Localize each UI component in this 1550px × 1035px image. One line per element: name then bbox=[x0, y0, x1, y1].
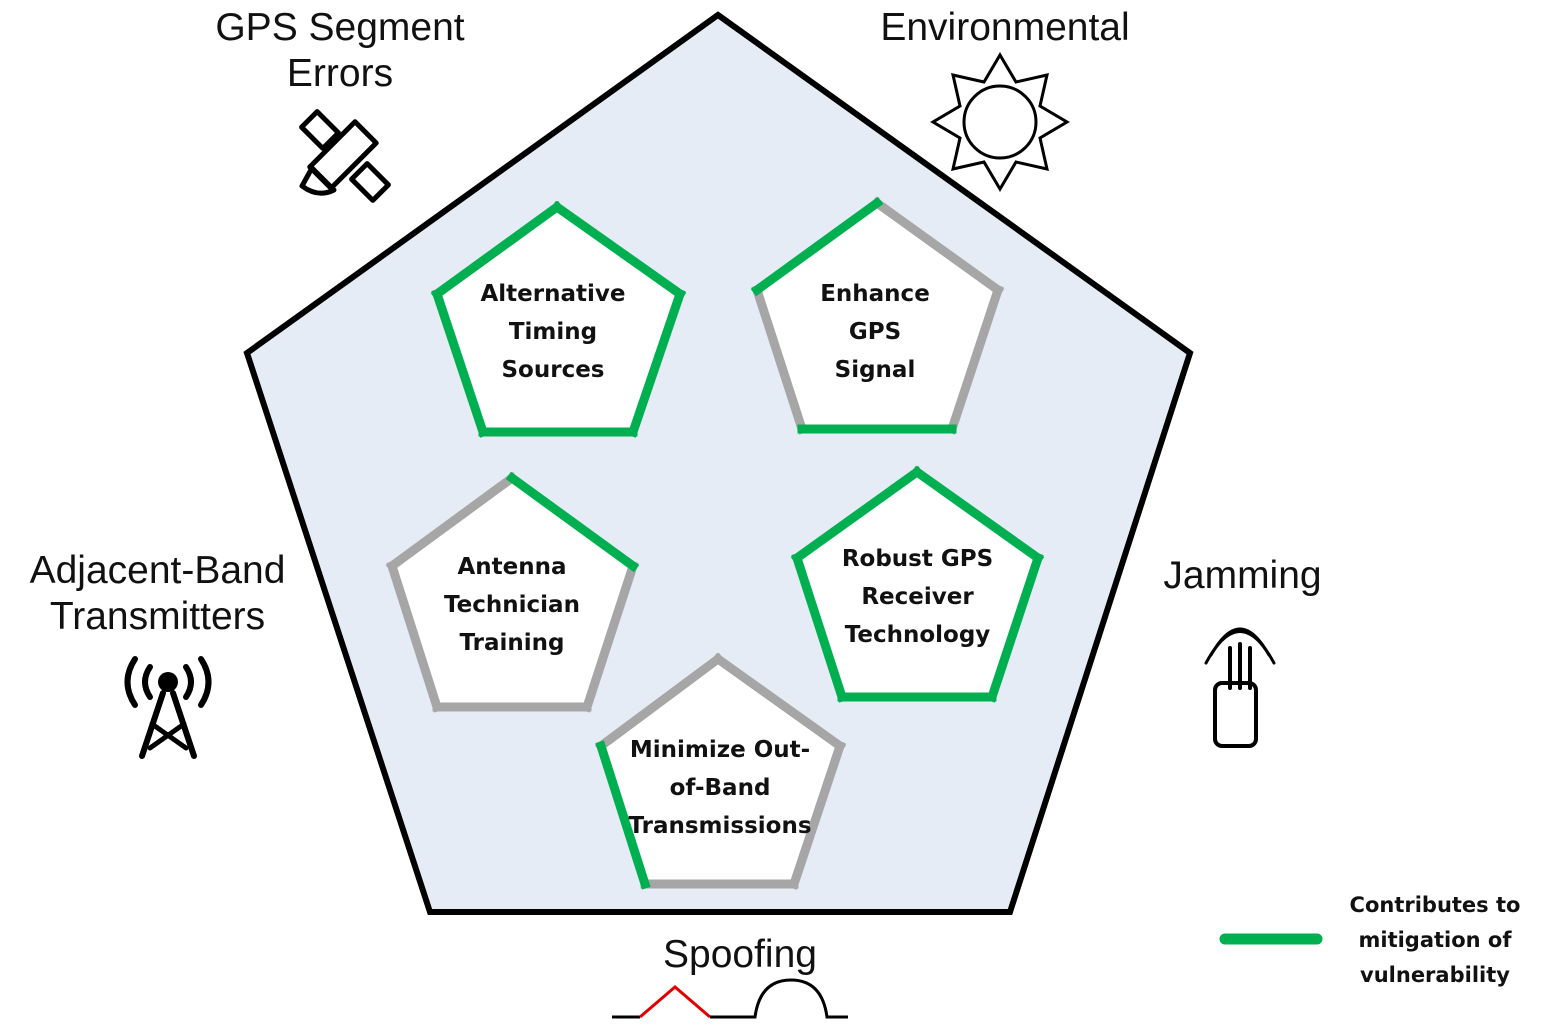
label-environmental: Environmental bbox=[880, 6, 1130, 49]
pentagon-robust-receiver bbox=[790, 465, 1045, 703]
legend-label: Contributes to mitigation of vulnerabili… bbox=[1349, 893, 1521, 987]
label-antenna-training: Antenna Technician Training bbox=[444, 554, 580, 656]
pentagon-enhance-gps bbox=[750, 196, 1005, 435]
pentagon-minimize-oob bbox=[594, 652, 847, 890]
pentagon-alternative-timing bbox=[430, 200, 687, 438]
satellite-icon bbox=[299, 109, 391, 203]
label-alternative-timing: Alternative Timing Sources bbox=[480, 281, 626, 383]
label-minimize-oob: Minimize Out- of-Band Transmissions bbox=[628, 737, 812, 839]
spoofing-waveform-icon bbox=[612, 978, 848, 1019]
sun-icon bbox=[930, 52, 1070, 192]
label-jamming: Jamming bbox=[1163, 554, 1322, 597]
label-enhance-gps: Enhance GPS Signal bbox=[820, 281, 930, 383]
label-adjacent-band: Adjacent-Band Transmitters bbox=[29, 549, 286, 638]
jammer-icon bbox=[1204, 627, 1276, 748]
label-gps-segment-errors: GPS Segment Errors bbox=[215, 6, 465, 95]
pentagon-antenna-training bbox=[385, 471, 640, 713]
label-robust-receiver: Robust GPS Receiver Technology bbox=[841, 546, 994, 648]
label-spoofing: Spoofing bbox=[663, 933, 817, 976]
cell-tower-icon bbox=[124, 656, 212, 759]
